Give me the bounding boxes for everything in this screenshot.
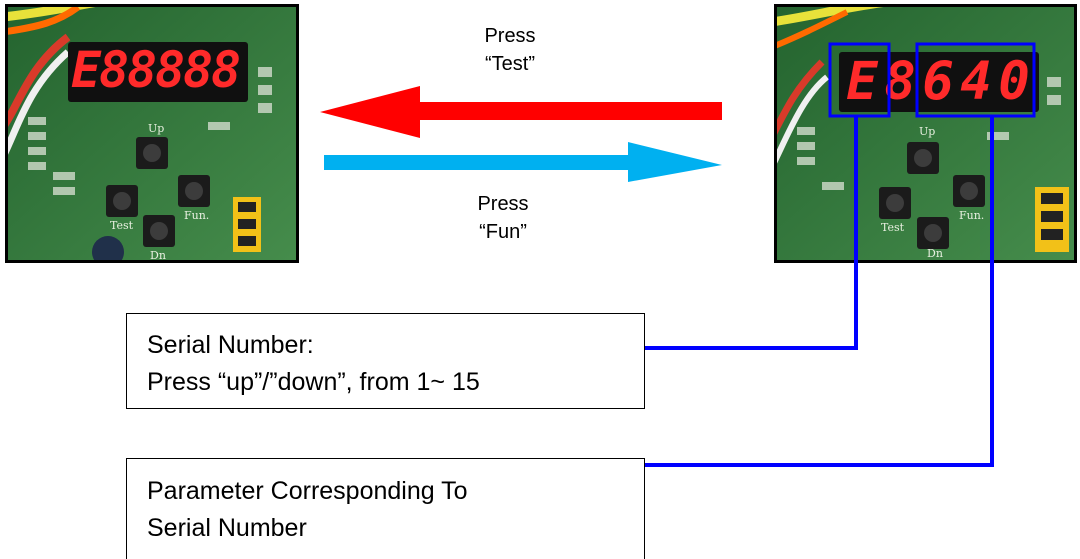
serial-number-highlight <box>828 42 891 118</box>
wire-white <box>777 74 829 164</box>
press-fun-line1: Press <box>477 193 529 215</box>
press-test-arrow <box>320 86 722 138</box>
press-test-label: Press “Test” <box>460 22 560 78</box>
right-btn-label-up: Up <box>919 125 935 138</box>
wire-red <box>8 33 71 127</box>
right-btn-label-dn: Dn <box>927 247 943 260</box>
right-btn-label-test: Test <box>881 221 905 234</box>
right-buttons <box>879 142 985 249</box>
wire-yellow <box>8 7 96 21</box>
left-digits-digit: 8 <box>211 41 241 99</box>
press-test-line1: Press <box>484 25 536 47</box>
wire-orange <box>777 9 849 49</box>
parameter-line1: Parameter Corresponding To <box>147 477 468 505</box>
parameter-highlight <box>915 42 1036 118</box>
serial-connector-line <box>645 116 858 350</box>
serial-number-callout: Serial Number: Press “up”/”down”, from 1… <box>126 313 645 409</box>
left-btn-label-dn: Dn <box>150 249 166 260</box>
right-digits-digit: 0 <box>998 51 1030 112</box>
serial-number-desc: Press “up”/”down”, from 1~ 15 <box>147 368 480 396</box>
wire-orange <box>8 7 81 35</box>
wire-white <box>8 49 71 155</box>
press-test-line2: “Test” <box>485 53 535 75</box>
wire-red <box>777 59 825 135</box>
left-dip-switch <box>233 197 261 252</box>
left-btn-label-fun: Fun. <box>184 209 209 222</box>
left-buttons <box>106 137 210 247</box>
left-digits-digit: E <box>71 41 102 99</box>
left-btn-label-up: Up <box>148 122 164 135</box>
parameter-connector-line <box>645 116 994 467</box>
left-digits-digit: 8 <box>127 41 157 99</box>
led-display <box>68 42 248 102</box>
right-btn-label-fun: Fun. <box>959 209 984 222</box>
right-digits-digit: 6 <box>922 51 954 112</box>
left-capacitor <box>92 236 124 260</box>
right-digits-digit: E <box>846 51 879 112</box>
right-dip-switch <box>1035 187 1069 252</box>
press-fun-line2: “Fun” <box>479 221 527 243</box>
press-fun-label: Press “Fun” <box>453 190 553 246</box>
right-digits-digit: 4 <box>960 51 992 112</box>
press-fun-arrow <box>324 142 722 182</box>
left-btn-label-test: Test <box>110 219 134 232</box>
parameter-callout: Parameter Corresponding To Serial Number <box>126 458 645 559</box>
left-digits-digit: 8 <box>99 41 129 99</box>
serial-number-title: Serial Number: <box>147 331 314 359</box>
parameter-line2: Serial Number <box>147 514 307 542</box>
left-digits-digit: 8 <box>155 41 185 99</box>
wire-yellow <box>777 7 884 26</box>
left-digits-digit: 8 <box>183 41 213 99</box>
